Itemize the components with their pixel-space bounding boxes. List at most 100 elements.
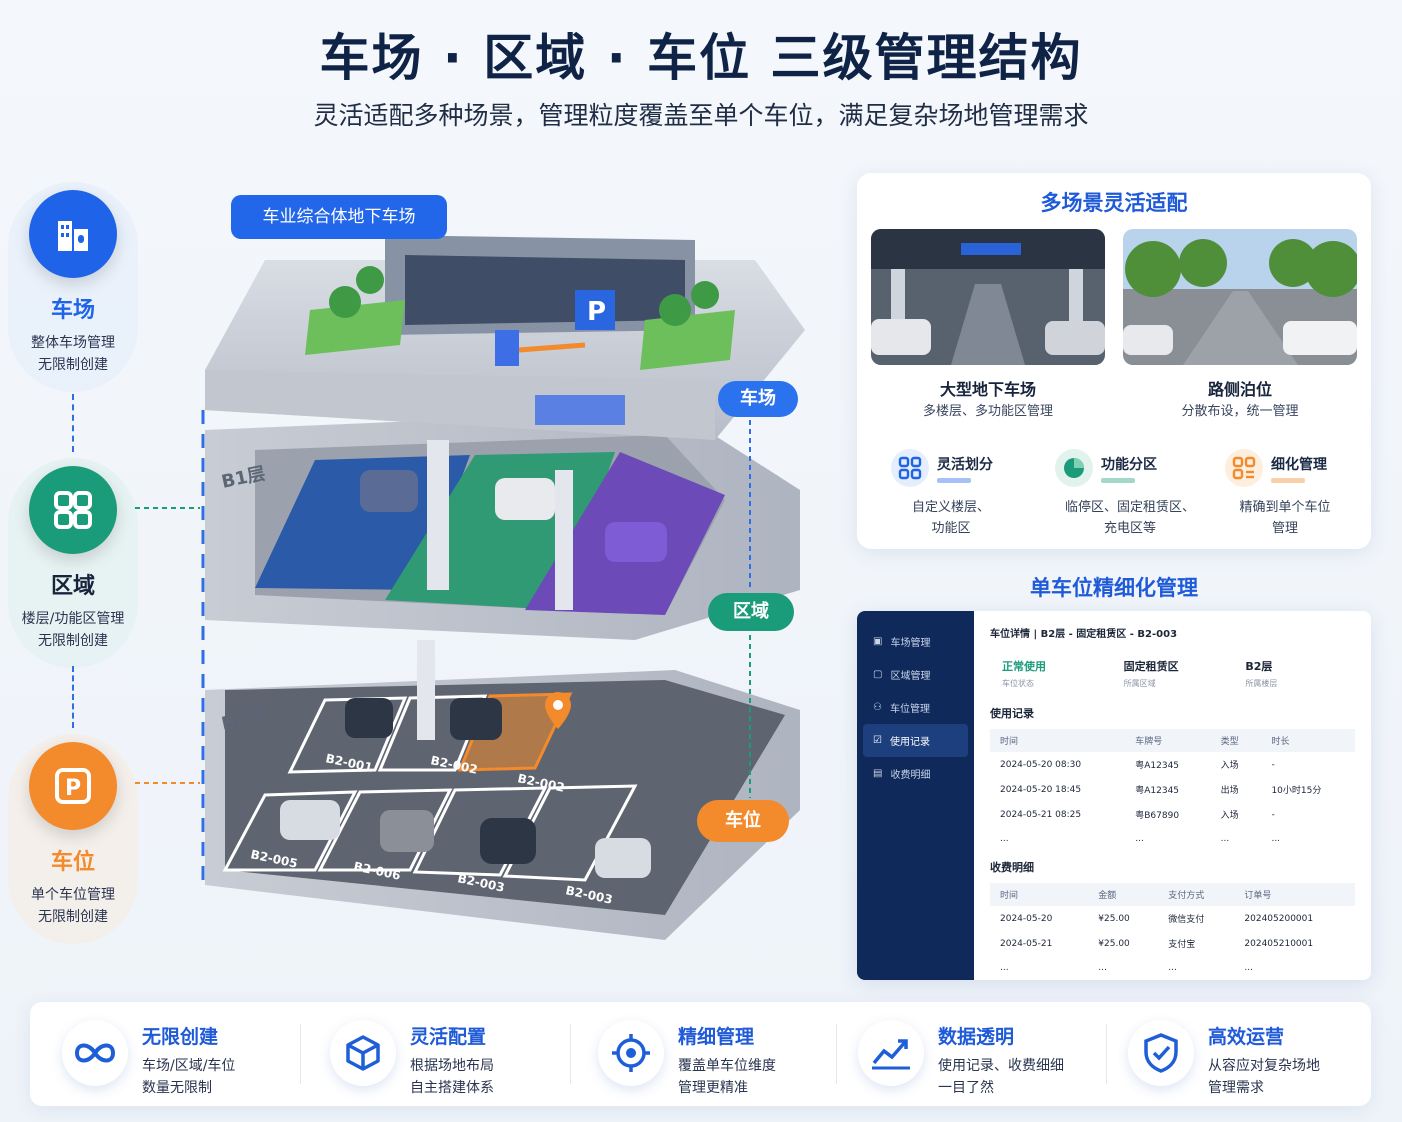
- benefit-desc: 管理需求: [1208, 1080, 1264, 1096]
- scenes-card: 多场景灵活适配 大型地下车场 多楼层、多功能区管理 路侧泊位 分散布设，统一管理…: [857, 173, 1371, 549]
- sidebar-item-usage[interactable]: ☑使用记录: [863, 724, 968, 757]
- benefit-title: 高效运营: [1208, 1026, 1285, 1048]
- cell: 2024-05-20: [1000, 913, 1053, 924]
- fee-icon: ▤: [873, 768, 883, 779]
- usage-title: 使用记录: [990, 707, 1034, 720]
- feature-desc: 临停区、固定租赁区、充电区等: [1055, 497, 1205, 539]
- level-desc: 楼层/功能区管理: [21, 611, 125, 627]
- cell: ...: [1220, 834, 1230, 844]
- level-desc: 整体车场管理: [31, 335, 115, 351]
- lot-icon: ▣: [873, 636, 883, 647]
- feature-desc-line: 精确到单个车位: [1239, 500, 1331, 515]
- cell: 粤A12345: [1135, 786, 1180, 796]
- cell: 10小时15分: [1271, 786, 1322, 796]
- level-name: 车场: [50, 298, 95, 323]
- scene-desc: 多楼层、多功能区管理: [922, 404, 1053, 419]
- connectors: [135, 507, 200, 784]
- stat-floor: B2层所属楼层: [1233, 658, 1355, 689]
- level-space: P 车位 单个车位管理无限制创建: [8, 734, 138, 944]
- cell: ¥25.00: [1098, 938, 1130, 949]
- cell: ...: [1000, 963, 1009, 973]
- detail-main: 车位详情 | B2层 - 固定租赁区 - B2-003 正常使用车位状态 固定租…: [974, 611, 1371, 980]
- benefit-desc: 自主搭建体系: [410, 1080, 494, 1096]
- shield-check-icon: [1128, 1020, 1194, 1086]
- stat-zone: 固定租赁区所属区域: [1112, 658, 1234, 689]
- sidebar-item-fees[interactable]: ▤ 收费明细: [857, 757, 974, 790]
- benefit-flexible: 灵活配置根据场地布局自主搭建体系: [330, 1020, 494, 1099]
- column-header: 订单号: [1234, 883, 1355, 906]
- benefit-title: 无限创建: [142, 1026, 219, 1048]
- record-icon: ☑: [873, 735, 882, 746]
- svg-text:P: P: [587, 297, 606, 327]
- column-header: 时长: [1261, 729, 1355, 752]
- cell: 入场: [1220, 811, 1239, 821]
- tag-space: 车位: [697, 800, 789, 842]
- space-icon: ⚇: [873, 702, 882, 713]
- feature-flexible-division: 灵活划分 自定义楼层、功能区: [891, 449, 1061, 539]
- column-header: 时间: [990, 729, 1126, 752]
- building-name-label: 车业综合体地下车场: [231, 195, 447, 239]
- sidebar-item-lot[interactable]: ▣ 车场管理: [857, 625, 974, 658]
- scene-title: 路侧泊位: [1207, 380, 1272, 399]
- scene-desc: 分散布设，统一管理: [1181, 404, 1299, 419]
- cell: 入场: [1220, 761, 1239, 771]
- sidebar-item-zone[interactable]: ▢ 区域管理: [857, 658, 974, 691]
- page-subtitle: 灵活适配多种场景，管理粒度覆盖至单个车位，满足复杂场地管理需求: [313, 101, 1089, 130]
- cell: 2024-05-21 08:25: [1000, 809, 1082, 820]
- sidebar-item-label: 收费明细: [890, 770, 931, 781]
- feature-fine-management: 细化管理 精确到单个车位管理: [1225, 449, 1395, 539]
- target-icon: [598, 1020, 664, 1086]
- parking-icon: P: [29, 742, 117, 830]
- stat-value: 固定租赁区: [1123, 660, 1179, 673]
- stat-value: 正常使用: [1002, 660, 1046, 673]
- column-header: 类型: [1210, 729, 1262, 752]
- underground-photo: [871, 229, 1105, 365]
- feature-functional-zone: 功能分区 临停区、固定租赁区、充电区等: [1055, 449, 1225, 539]
- sidebar-item-label: 车场管理: [890, 638, 931, 649]
- cell: ...: [1271, 834, 1281, 844]
- cell: -: [1271, 809, 1275, 820]
- level-desc: 无限制创建: [38, 909, 108, 925]
- cell: -: [1271, 759, 1275, 770]
- sidebar-item-label: 区域管理: [890, 671, 931, 682]
- stat-label: 车位状态: [1002, 679, 1034, 688]
- sidebar-item-space[interactable]: ⚇ 车位管理: [857, 691, 974, 724]
- cell: 粤A12345: [1135, 761, 1180, 771]
- level-name: 车位: [50, 850, 95, 875]
- benefits-bar: 无限创建车场/区域/车位数量无限制 灵活配置根据场地布局自主搭建体系 精细管理覆…: [30, 1002, 1371, 1106]
- sidebar-item-label: 车位管理: [889, 704, 930, 715]
- cell: 微信支付: [1168, 915, 1205, 925]
- benefit-title: 数据透明: [938, 1026, 1015, 1048]
- cell: 2024-05-20 08:30: [1000, 759, 1082, 770]
- detail-title: 单车位精细化管理: [1030, 576, 1198, 600]
- feature-title: 功能分区: [1101, 456, 1157, 473]
- trend-chart-icon: [858, 1020, 924, 1086]
- layout-icon: [1225, 449, 1263, 487]
- column-header: 时间: [990, 883, 1089, 906]
- table-row: ............: [990, 956, 1355, 980]
- column-header: 车牌号: [1125, 729, 1211, 752]
- benefit-efficient: 高效运营从容应对复杂场地管理需求: [1128, 1020, 1320, 1099]
- grid-icon: [29, 466, 117, 554]
- cell: 202405210001: [1244, 938, 1314, 949]
- cell: 202405200001: [1244, 913, 1314, 924]
- roadside-photo: [1123, 229, 1357, 365]
- level-desc: 无限制创建: [38, 357, 108, 373]
- table-row[interactable]: 2024-05-20 08:30 粤A12345 入场 -: [990, 752, 1355, 777]
- zone-icon: ▢: [873, 669, 883, 680]
- feature-title: 细化管理: [1271, 456, 1327, 473]
- page-title: 车场 · 区域 · 车位 三级管理结构: [319, 29, 1083, 87]
- cell: ...: [1168, 963, 1177, 973]
- benefit-desc: 从容应对复杂场地: [1208, 1058, 1320, 1074]
- cube-icon: [330, 1020, 396, 1086]
- benefit-desc: 一目了然: [938, 1080, 994, 1096]
- benefit-title: 灵活配置: [410, 1026, 487, 1048]
- feature-desc: 自定义楼层、功能区: [891, 497, 1011, 539]
- level-name: 区域: [50, 574, 95, 599]
